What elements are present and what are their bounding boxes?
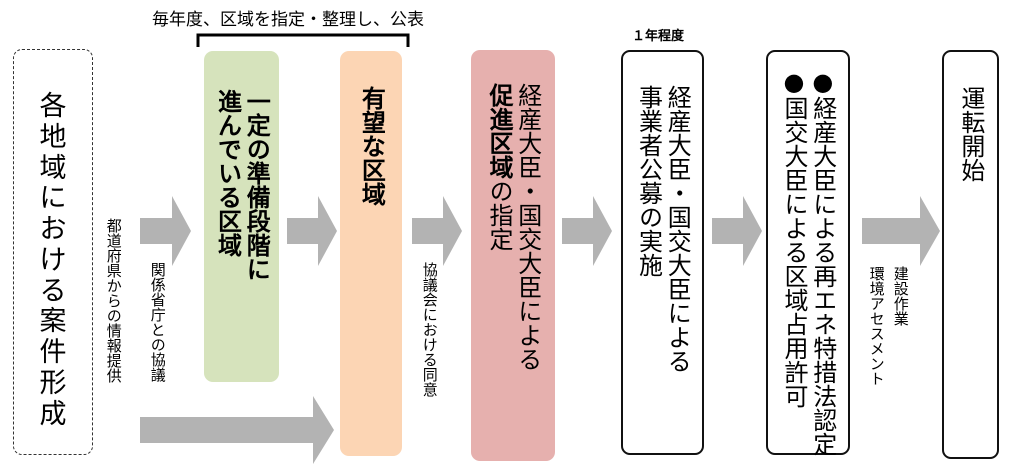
certification-box: ●経産大臣による再エネ特措法認定 ●国交大臣による区域占用許可 [766,50,850,456]
case-formation-box: 各 地 域 に お け る 案 件 形 成 [13,49,93,455]
recruitment-text: 経産大臣・国交大臣による 事業者公募の実施 [634,85,692,373]
promotion-rest: の指定 [485,179,513,251]
arrow-recruitment-to-certification [712,196,762,266]
certification-col2: ●国交大臣による区域占用許可 [780,68,808,408]
duration-label: １年程度 [632,29,685,44]
advanced-zone-text: 一定の準備段階に 進んでいる区域 [213,89,271,281]
arrow-advanced-to-promising [287,196,337,266]
top-bracket [196,33,410,47]
promotion-col2: 経産大臣・国交大臣による [513,83,542,371]
certification-text: ●経産大臣による再エネ特措法認定 ●国交大臣による区域占用許可 [779,68,837,456]
council-agree-label: 協議会における同意 [420,262,439,397]
promotion-zone-text: 経産大臣・国交大臣による 促進区域の指定 [484,83,542,371]
arrow-formation-to-promising [140,396,334,464]
arrow-promising-to-promotion [412,196,462,266]
certification-col1: ●経産大臣による再エネ特措法認定 [808,68,837,456]
arrow-promotion-to-recruitment [562,196,612,266]
case-formation-text: 各 地 域 に お け る 案 件 形 成 [39,91,67,430]
operation-text: 運転開始 [956,86,985,182]
env-assessment-label: 環境アセスメント [867,266,886,386]
prefecture-info-label: 都道府県からの情報提供 [104,218,123,383]
advanced-zone-box: 一定の準備段階に 進んでいる区域 [204,51,279,382]
promising-zone-box: 有望な区域 [340,51,402,456]
promotion-zone-box: 経産大臣・国交大臣による 促進区域の指定 [471,50,555,461]
operation-box: 運転開始 [942,50,999,459]
recruitment-box: 経産大臣・国交大臣による 事業者公募の実施 [621,50,704,455]
recruitment-col1: 経産大臣・国交大臣による [663,85,692,373]
arrow-formation-to-advanced [140,196,191,266]
top-caption: 毎年度、区域を指定・整理し、公表 [152,10,424,30]
recruitment-col2: 事業者公募の実施 [634,85,663,277]
ministry-consult-label: 関係省庁との協議 [148,262,167,382]
promotion-bold: 促進区域 [485,83,513,179]
promising-zone-text: 有望な区域 [357,86,386,206]
arrow-certification-to-operation [862,196,940,266]
construction-label: 建設作業 [891,266,910,326]
